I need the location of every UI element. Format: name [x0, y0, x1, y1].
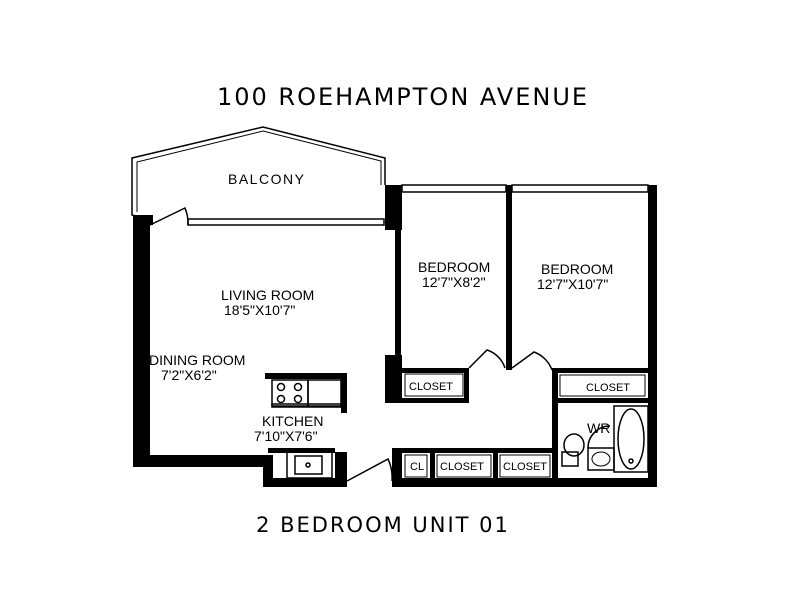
bedroom-doors: [468, 349, 553, 371]
bedroom-1-size: 12'7"X8'2": [422, 274, 486, 290]
kitchen: [265, 373, 347, 479]
kitchen-label: KITCHEN: [262, 413, 323, 429]
bedroom-1-label: BEDROOM: [418, 259, 490, 275]
closet-bedroom-2: [552, 368, 648, 403]
living-room-size: 18'5"X10'7": [224, 302, 295, 318]
closet-bedroom-2-label: CLOSET: [586, 382, 630, 394]
entry-door: [346, 457, 393, 482]
plan-title: 100 ROEHAMPTON AVENUE: [217, 83, 589, 111]
washroom: [552, 403, 649, 487]
closet-small-label: CL: [410, 461, 424, 473]
closet-bedroom-1: [402, 368, 469, 403]
kitchen-size: 7'10"X7'6": [254, 428, 318, 444]
washroom-label: WR: [587, 420, 610, 436]
balcony-door: [149, 206, 189, 226]
balcony-label: BALCONY: [228, 171, 305, 187]
dining-room-label: DINING ROOM: [149, 352, 245, 368]
closet-hall-1-label: CLOSET: [440, 461, 484, 473]
living-room-label: LIVING ROOM: [221, 287, 314, 303]
closet-bedroom-1-label: CLOSET: [409, 381, 453, 393]
exterior-walls: [133, 184, 657, 487]
bedroom-2-size: 12'7"X10'7": [537, 276, 608, 292]
hall-closets: [402, 448, 552, 483]
dining-room-size: 7'2"X6'2": [161, 367, 217, 383]
bedroom-2-label: BEDROOM: [541, 261, 613, 277]
closet-hall-2-label: CLOSET: [503, 461, 547, 473]
plan-subtitle: 2 BEDROOM UNIT 01: [256, 513, 510, 537]
